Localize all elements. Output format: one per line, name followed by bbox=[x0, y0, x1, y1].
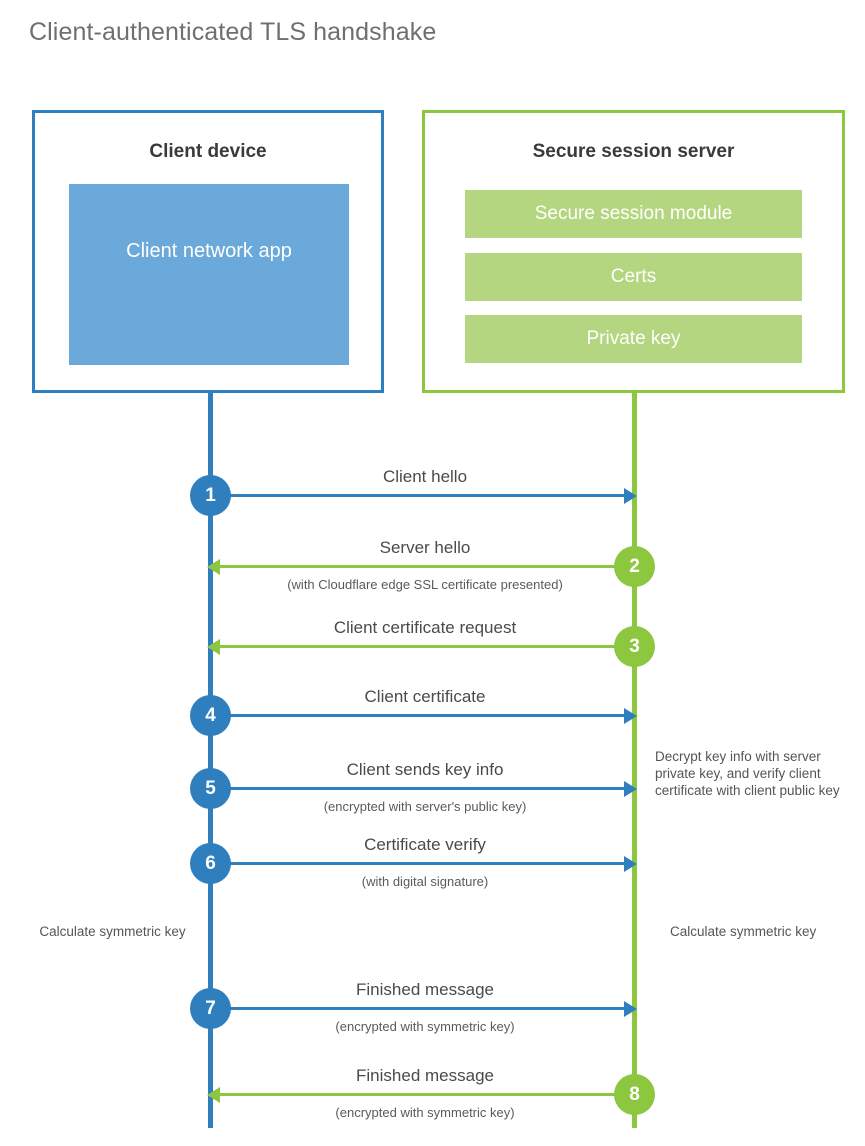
arrow-head-step-1 bbox=[624, 487, 637, 504]
arrow-head-step-2 bbox=[207, 558, 220, 575]
arrow-head-step-7 bbox=[624, 1000, 637, 1017]
note-calculate-symmetric-key-client: Calculate symmetric key bbox=[39, 924, 186, 939]
server-component-certs: Certs bbox=[465, 253, 802, 301]
arrow-shaft-step-1 bbox=[210, 494, 624, 497]
arrow-head-step-4 bbox=[624, 707, 637, 724]
step-title-6: Certificate verify bbox=[364, 835, 486, 854]
arrow-head-step-3 bbox=[207, 638, 220, 655]
step-title-5: Client sends key info bbox=[346, 760, 504, 779]
server-component-private-key: Private key bbox=[465, 315, 802, 363]
page-title: Client-authenticated TLS handshake bbox=[29, 18, 437, 46]
arrow-shaft-step-7 bbox=[210, 1007, 624, 1010]
step-number-badge-8: 8 bbox=[614, 1074, 655, 1115]
arrow-shaft-step-8 bbox=[220, 1093, 634, 1096]
secure-session-server-panel: Secure session server Secure session mod… bbox=[422, 110, 845, 393]
step-number-badge-3: 3 bbox=[614, 626, 655, 667]
step-subtitle-7: (encrypted with symmetric key) bbox=[335, 1019, 515, 1034]
step-title-1: Client hello bbox=[382, 467, 468, 486]
step-subtitle-6: (with digital signature) bbox=[361, 874, 489, 889]
arrow-shaft-step-4 bbox=[210, 714, 624, 717]
arrow-head-step-5 bbox=[624, 780, 637, 797]
arrow-shaft-step-5 bbox=[210, 787, 624, 790]
client-network-app-box: Client network app bbox=[69, 184, 349, 365]
arrow-shaft-step-3 bbox=[220, 645, 634, 648]
server-component-secure-session-module: Secure session module bbox=[465, 190, 802, 238]
arrow-head-step-6 bbox=[624, 855, 637, 872]
step-number-badge-5: 5 bbox=[190, 768, 231, 809]
step-title-4: Client certificate bbox=[364, 687, 486, 706]
step-subtitle-8: (encrypted with symmetric key) bbox=[335, 1105, 515, 1120]
client-network-app-label: Client network app bbox=[126, 239, 292, 262]
step-number-badge-6: 6 bbox=[190, 843, 231, 884]
step-number-badge-4: 4 bbox=[190, 695, 231, 736]
step-title-7: Finished message bbox=[356, 980, 494, 999]
arrow-shaft-step-2 bbox=[220, 565, 634, 568]
step-title-8: Finished message bbox=[356, 1066, 494, 1085]
client-device-panel: Client device Client network app bbox=[32, 110, 384, 393]
step-number-badge-1: 1 bbox=[190, 475, 231, 516]
step-subtitle-2: (with Cloudflare edge SSL certificate pr… bbox=[287, 577, 563, 592]
step-subtitle-5: (encrypted with server's public key) bbox=[323, 799, 527, 814]
step-title-2: Server hello bbox=[379, 538, 471, 557]
arrow-head-step-8 bbox=[207, 1086, 220, 1103]
arrow-shaft-step-6 bbox=[210, 862, 624, 865]
secure-session-server-title: Secure session server bbox=[532, 141, 735, 162]
step-title-3: Client certificate request bbox=[333, 618, 517, 637]
client-device-title: Client device bbox=[149, 141, 267, 162]
client-lifeline bbox=[208, 393, 213, 1128]
note-calculate-symmetric-key-server: Calculate symmetric key bbox=[670, 924, 817, 939]
step-number-badge-7: 7 bbox=[190, 988, 231, 1029]
server-lifeline bbox=[632, 393, 637, 1128]
note-decrypt-key-info: Decrypt key info with server private key… bbox=[655, 749, 840, 798]
step-number-badge-2: 2 bbox=[614, 546, 655, 587]
